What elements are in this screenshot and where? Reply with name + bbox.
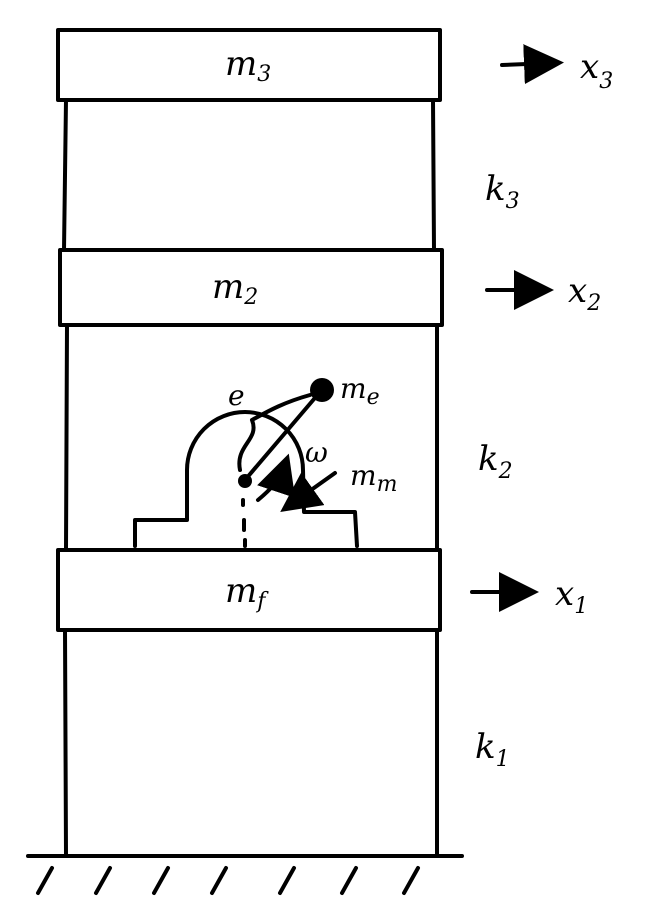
mass-label-m3: m3	[225, 44, 271, 87]
columns-k2	[64, 323, 439, 552]
mass-label-m2: m2	[212, 267, 258, 310]
motor-mass-label: mm	[350, 459, 397, 497]
columns-k1	[63, 628, 439, 857]
ground-hatching	[36, 866, 420, 895]
displacement-label-x2: x2	[568, 271, 601, 316]
displacement-label-x1: x1	[555, 574, 588, 619]
eccentricity-label: e	[228, 379, 245, 412]
motor-mass-leader	[280, 471, 337, 512]
eccentricity-dimension	[237, 393, 312, 472]
rotation-center	[238, 474, 252, 488]
displacement-label-x3: x3	[580, 47, 613, 94]
arrow-x3	[500, 44, 564, 85]
mass-block-mf	[56, 548, 442, 632]
mass-label-mf: mf	[225, 571, 269, 614]
rotating-unbalance-motor: e me ω mm	[133, 372, 397, 548]
angular-speed-label: ω	[305, 436, 328, 469]
eccentric-mass-label: me	[340, 372, 380, 410]
stiffness-label-k1: k1	[475, 727, 510, 772]
columns-k3	[62, 98, 436, 252]
stiffness-label-k2: k2	[478, 439, 513, 484]
centerline	[241, 498, 247, 548]
motor-housing	[133, 410, 359, 548]
stiffness-label-k3: k3	[485, 169, 520, 214]
mass-block-m3	[56, 28, 442, 102]
eccentric-mass-dot	[310, 378, 334, 402]
mass-block-m2	[58, 248, 444, 327]
rotation-arrow	[256, 453, 296, 502]
